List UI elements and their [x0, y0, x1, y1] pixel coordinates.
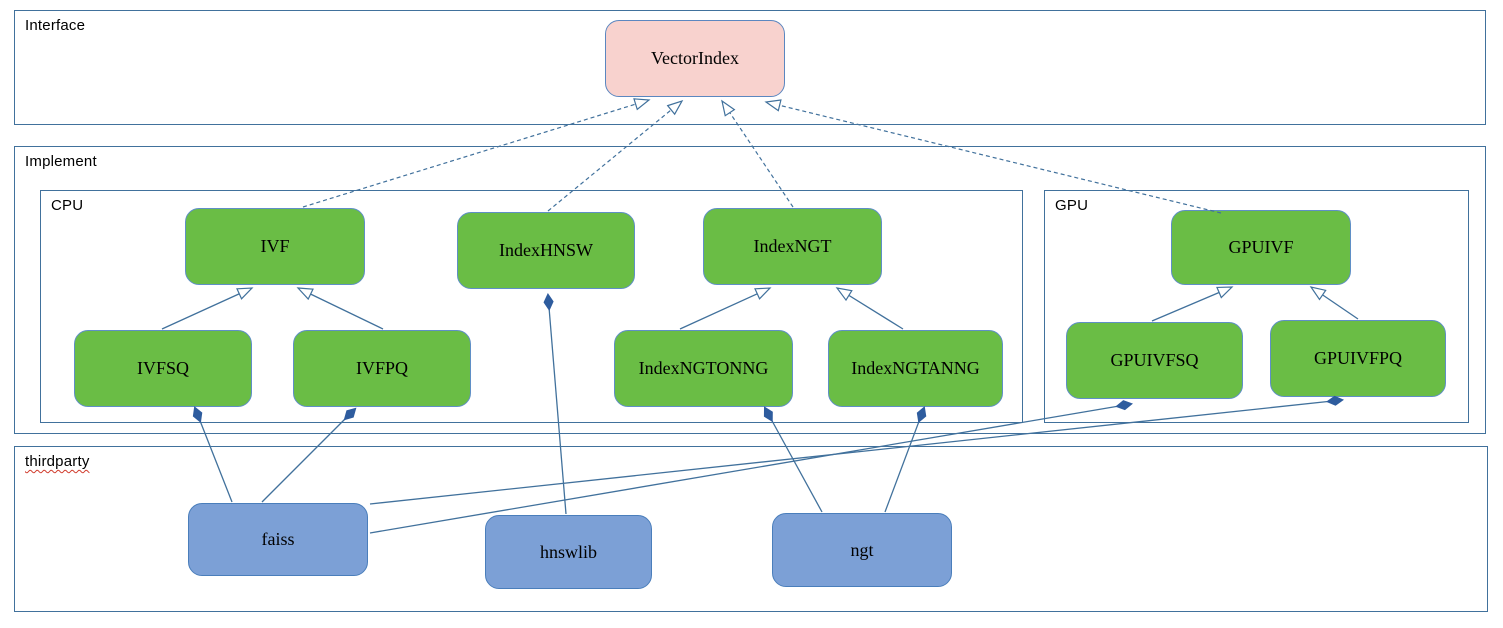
node-ivfsq: IVFSQ [74, 330, 252, 407]
cpu-label: CPU [51, 197, 84, 214]
node-gpuivf: GPUIVF [1171, 210, 1351, 285]
node-indexhnsw: IndexHNSW [457, 212, 635, 289]
node-gpuivfpq: GPUIVFPQ [1270, 320, 1446, 397]
node-indexngt: IndexNGT [703, 208, 882, 285]
node-vectorindex: VectorIndex [605, 20, 785, 97]
node-ngt: ngt [772, 513, 952, 587]
implement-label: Implement [25, 153, 97, 170]
node-faiss: faiss [188, 503, 368, 576]
node-gpuivfsq: GPUIVFSQ [1066, 322, 1243, 399]
interface-label: Interface [25, 17, 86, 34]
node-ivf: IVF [185, 208, 365, 285]
node-ivfpq: IVFPQ [293, 330, 471, 407]
thirdparty-label: thirdparty [25, 453, 90, 470]
node-indexngtonng: IndexNGTONNG [614, 330, 793, 407]
node-indexngtanng: IndexNGTANNG [828, 330, 1003, 407]
node-hnswlib: hnswlib [485, 515, 652, 589]
gpu-label: GPU [1055, 197, 1089, 214]
